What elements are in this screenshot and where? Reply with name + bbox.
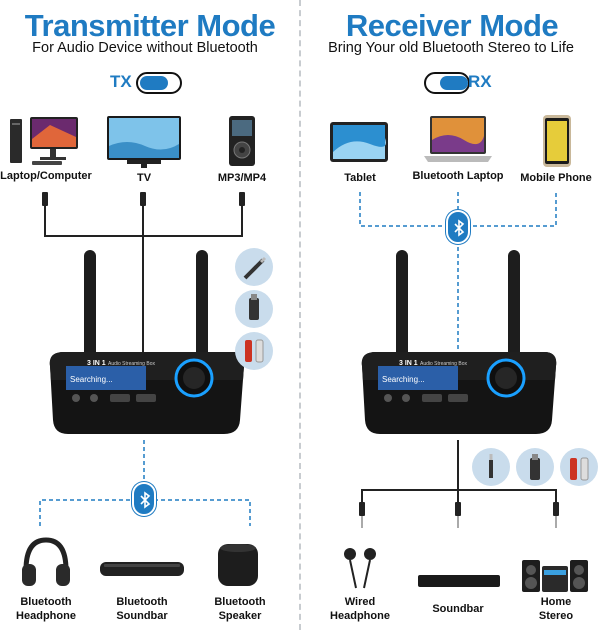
- output-label-home-stereo: Home Stereo: [538, 596, 574, 622]
- home-stereo-icon: [522, 560, 588, 592]
- bluetooth-icon: [446, 210, 470, 244]
- source-label-tablet: Tablet: [344, 172, 376, 184]
- source-label-laptop-computer: Laptop/Computer: [0, 170, 92, 182]
- soundbar-icon: [100, 562, 184, 576]
- output-label-bluetooth-headphone: Bluetooth Headphone: [16, 596, 76, 622]
- output-cables: [359, 440, 559, 528]
- earphones-icon: [344, 548, 376, 589]
- aux-3.5mm-icon: [472, 448, 510, 486]
- optical-toslink-icon: [235, 290, 273, 328]
- laptop-icon: [424, 116, 492, 162]
- output-label-bluetooth-soundbar: Bluetooth Soundbar: [116, 596, 168, 622]
- output-label-wired-headphone: Wired Headphone: [330, 596, 390, 622]
- transmitter-title: Transmitter Mode: [24, 8, 276, 43]
- receiver-title: Receiver Mode: [345, 8, 559, 43]
- device-brand: 3 IN 1: [87, 360, 106, 367]
- tx-toggle: [136, 72, 182, 94]
- device-brand: 3 IN 1: [399, 360, 418, 367]
- rx-toggle: [424, 72, 470, 94]
- source-label-bluetooth-laptop: Bluetooth Laptop: [412, 170, 504, 182]
- tx-label: TX: [110, 72, 132, 91]
- transmitter-subtitle: For Audio Device without Bluetooth: [32, 40, 258, 56]
- soundbar-icon: [418, 575, 500, 587]
- tv-icon: [107, 116, 181, 168]
- device-model: Audio Streaming Box: [108, 361, 155, 367]
- bluetooth-link-lines: [39, 440, 251, 526]
- audio-streaming-box: [361, 250, 557, 434]
- bluetooth-icon: [132, 482, 156, 516]
- source-label-tv: TV: [136, 172, 152, 184]
- center-divider: [299, 0, 301, 630]
- device-screen-text: Searching...: [70, 375, 113, 384]
- tablet-icon: [330, 122, 388, 162]
- rca-icon: [235, 332, 273, 370]
- mp3-player-icon: [229, 116, 255, 166]
- aux-3.5mm-icon: [235, 248, 273, 286]
- device-screen-text: Searching...: [382, 375, 425, 384]
- device-model: Audio Streaming Box: [420, 361, 467, 367]
- bluetooth-link-lines-rx: [359, 192, 557, 356]
- mobile-phone-icon: [543, 115, 571, 167]
- rx-label: RX: [468, 72, 492, 91]
- output-label-bluetooth-speaker: Bluetooth Speaker: [214, 596, 266, 622]
- audio-streaming-box: [49, 250, 245, 434]
- source-label-mp3-mp4: MP3/MP4: [217, 172, 267, 184]
- receiver-subtitle: Bring Your old Bluetooth Stereo to Life: [328, 40, 574, 56]
- output-label-soundbar: Soundbar: [432, 603, 484, 615]
- headphone-icon: [22, 537, 70, 586]
- rca-icon: [560, 448, 598, 486]
- speaker-icon: [218, 544, 258, 586]
- optical-toslink-icon: [516, 448, 554, 486]
- source-cables: [42, 192, 245, 356]
- desktop-computer-icon: [10, 117, 78, 165]
- source-label-mobile-phone: Mobile Phone: [520, 172, 592, 184]
